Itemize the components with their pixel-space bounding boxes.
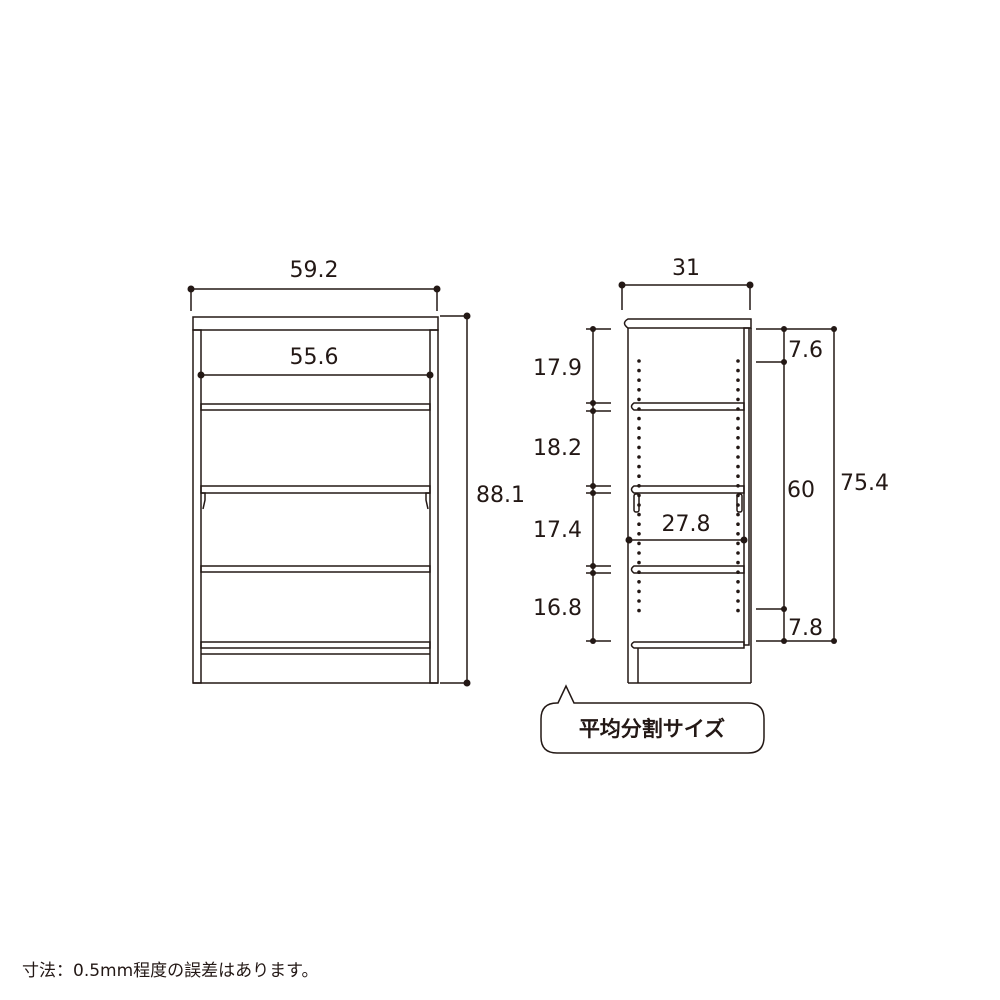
- shelf-spacing-2-label: 18.2: [533, 436, 582, 461]
- shelf-pin-hole: [736, 522, 740, 526]
- front-inner-width-label: 55.6: [290, 345, 339, 370]
- shelf-pin-hole: [736, 378, 740, 383]
- shelf-pin-hole: [637, 570, 641, 574]
- shelf-pin-hole: [637, 541, 641, 546]
- side-depth-label: 31: [672, 256, 700, 281]
- shelf-pin-hole: [736, 445, 740, 450]
- bottom-offset-label: 7.8: [788, 616, 823, 641]
- callout-label: 平均分割サイズ: [579, 717, 725, 741]
- shelf-pin-hole: [736, 512, 740, 517]
- shelf-pin-hole: [637, 580, 641, 584]
- footnote: 寸法：0.5mm程度の誤差はあります。: [22, 961, 319, 981]
- shelf-pin-hole: [736, 551, 740, 555]
- shelf-pin-holes: [637, 359, 740, 613]
- front-left-side-panel: [192, 329, 202, 684]
- shelf-pin-hole: [736, 560, 740, 565]
- shelf-pin-hole: [637, 436, 641, 440]
- shelf-pin-hole: [637, 397, 641, 402]
- shelf-pin-hole: [736, 464, 740, 469]
- shelf-pin-hole: [637, 608, 641, 613]
- shelf-pin-hole: [637, 522, 641, 526]
- shelf-pin-hole: [736, 474, 740, 479]
- shelf-pin-hole: [736, 484, 740, 488]
- shelf-pin-hole: [637, 388, 641, 392]
- callout-bubble: [540, 684, 765, 754]
- shelf-pin-hole: [736, 416, 740, 421]
- shelf-pin-hole: [637, 445, 641, 450]
- front-shelf-3: [200, 565, 431, 573]
- shelf-pin-hole: [637, 589, 641, 594]
- side-front-pin: [633, 493, 640, 513]
- shelf-pin-hole: [637, 503, 641, 507]
- inner-height-label: 75.4: [840, 471, 889, 496]
- front-dimensions: [190, 288, 468, 684]
- front-dimension-dots: [187, 285, 471, 687]
- front-shelf-1: [200, 403, 431, 411]
- shelf-pin-hole: [736, 503, 740, 507]
- front-right-side-panel: [429, 329, 439, 684]
- shelf-pin-hole: [637, 455, 641, 459]
- shelf-pin-hole: [736, 455, 740, 459]
- shelf-spacing-4-label: 16.8: [533, 596, 582, 621]
- side-view: [623, 318, 752, 684]
- front-width-label: 59.2: [290, 258, 339, 283]
- adjustable-range-label: 60: [787, 478, 815, 503]
- shelf-pin-hole: [637, 512, 641, 517]
- side-shelf-1: [630, 402, 745, 411]
- side-bottom-board: [630, 641, 745, 649]
- shelf-pin-hole: [637, 484, 641, 488]
- shelf-pin-hole: [736, 368, 740, 373]
- shelf-pin-hole: [637, 532, 641, 536]
- side-dimension-dots: [590, 281, 837, 644]
- shelf-pin-hole: [637, 378, 641, 383]
- side-shelf-3: [630, 565, 745, 574]
- shelf-pin-hole: [637, 474, 641, 479]
- shelf-pin-hole: [736, 397, 740, 402]
- shelf-pin-hole: [736, 589, 740, 594]
- shelf-spacing-3-label: 17.4: [533, 518, 582, 543]
- front-top-board: [192, 316, 439, 331]
- shelf-pin-hole: [637, 359, 641, 363]
- side-shelf-2: [630, 485, 745, 494]
- side-top-board: [623, 318, 752, 329]
- shelf-pin-hole: [736, 407, 740, 411]
- shelf-pin-hole: [736, 436, 740, 440]
- top-offset-label: 7.6: [788, 338, 823, 363]
- front-right-bracket: [425, 492, 430, 510]
- shelf-pin-hole: [637, 560, 641, 565]
- shelf-pin-hole: [637, 426, 641, 431]
- shelf-pin-hole: [637, 493, 641, 498]
- front-view: [192, 316, 439, 684]
- side-shelf-depth-label: 27.8: [662, 512, 711, 537]
- front-height-label: 88.1: [476, 483, 525, 508]
- front-shelf-2: [200, 485, 431, 494]
- shelf-pin-hole: [736, 388, 740, 392]
- front-bottom-board: [200, 641, 431, 649]
- shelf-pin-hole: [736, 599, 740, 603]
- shelf-pin-hole: [736, 532, 740, 536]
- shelf-pin-hole: [736, 541, 740, 546]
- shelf-pin-hole: [736, 608, 740, 613]
- shelf-pin-hole: [736, 426, 740, 431]
- side-dimensions: [586, 284, 835, 642]
- front-left-bracket: [201, 492, 206, 510]
- side-back-pin: [736, 493, 743, 513]
- shelf-pin-hole: [637, 551, 641, 555]
- shelf-pin-hole: [637, 416, 641, 421]
- shelf-pin-hole: [637, 407, 641, 411]
- shelf-pin-hole: [736, 359, 740, 363]
- shelf-pin-hole: [736, 493, 740, 498]
- shelf-pin-hole: [736, 570, 740, 574]
- shelf-pin-hole: [637, 599, 641, 603]
- shelf-pin-hole: [736, 580, 740, 584]
- shelf-pin-hole: [637, 368, 641, 373]
- shelf-spacing-1-label: 17.9: [533, 356, 582, 381]
- shelf-pin-hole: [637, 464, 641, 469]
